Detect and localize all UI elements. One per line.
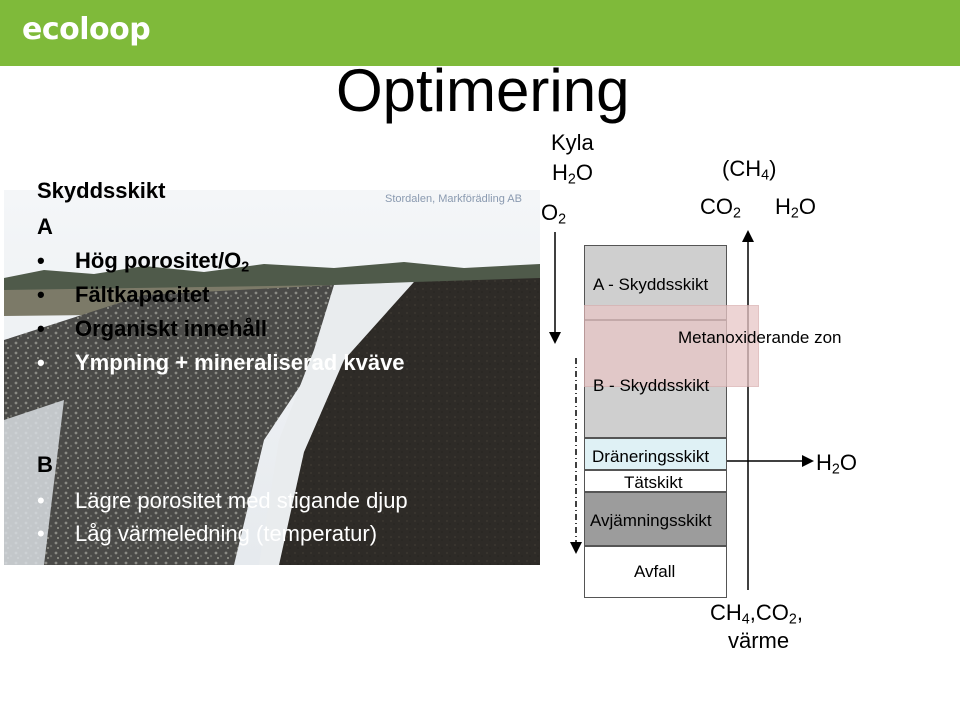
sealing-layer-label: Tätskikt [624,473,683,492]
subscript: 2 [831,461,840,478]
sealing-layer-box [584,470,727,492]
subscript: 2 [788,611,797,628]
subscript: 4 [741,611,750,628]
bullet-text: Hög porositet/O [75,248,242,273]
subscript: 2 [790,205,799,222]
drainage-layer-label: Dräneringsskikt [592,447,710,466]
bullet-b-2: • Låg värmeledning (temperatur) [37,521,377,547]
o-text: O [575,160,593,185]
bullet-glyph: • [37,316,45,341]
section-b-letter: B [37,452,53,477]
kyla-label: Kyla [551,130,594,155]
bullet-a-2: • Fältkapacitet [37,282,210,308]
landfill-photo [4,190,540,565]
bullet-text: Fältkapacitet [75,282,210,307]
bullet-text: Ympning + mineraliserad kväve [75,350,405,375]
bullet-glyph: • [37,488,45,513]
h2o-drain-label: H2O [816,450,857,478]
h2o-in-label: H2O [552,160,593,188]
bullet-a-1: • Hög porositet/O2 [37,248,249,276]
h-text: H [775,194,791,219]
subscript: 2 [733,205,741,222]
subscript: 2 [558,211,567,228]
drainage-layer-box [584,438,727,470]
bullet-text: Organiskt innehåll [75,316,267,341]
header-band [0,0,960,66]
waste-layer-label: Avfall [634,562,676,581]
bullet-text: Lägre porositet med stigande djup [75,488,408,513]
subscript: 2 [567,171,576,188]
o-text: O [839,450,857,475]
subscript: 4 [761,167,770,184]
h2o-out-label: H2O [775,194,816,222]
ch-text: CH [710,600,742,625]
bullet-subscript: 2 [241,259,250,276]
bullet-a-3: • Organiskt innehåll [37,316,267,342]
page-title: Optimering [336,57,630,124]
layer-a-label: A - Skyddsskikt [593,275,709,294]
bullet-a-4: • Ympning + mineraliserad kväve [37,350,405,376]
co-text: ,CO [749,600,789,625]
bullet-glyph: • [37,521,45,546]
section-a-heading: Skyddsskikt [37,178,166,203]
leveling-layer-label: Avjämningsskikt [590,511,712,530]
ecoloop-logo: ecoloop [22,12,151,47]
paren-text: ) [769,156,777,181]
bullet-glyph: • [37,282,45,307]
oxidation-zone-label: Metanoxiderande zon [678,328,842,347]
photo-credit: Stordalen, Markförädling AB [385,193,522,205]
ch4-co2-label: CH4,CO2, [710,600,803,628]
ch4-label: (CH4) [722,156,776,184]
co2-out-label: CO2 [700,194,741,222]
bullet-glyph: • [37,350,45,375]
heat-label: värme [728,628,790,653]
h-text: H [816,450,832,475]
bullet-b-1: • Lägre porositet med stigande djup [37,488,408,514]
section-a-letter: A [37,214,53,239]
layer-b-label: B - Skyddsskikt [593,376,710,395]
o-text: O [541,200,559,225]
ch-text: (CH [722,156,762,181]
waste-layer-box [584,546,727,598]
oxidation-zone [584,305,759,387]
bullet-text: Låg värmeledning (temperatur) [75,521,378,546]
leveling-layer-box [584,492,727,546]
o-text: O [798,194,816,219]
h-text: H [552,160,568,185]
o2-label: O2 [541,200,566,228]
co-text: CO [700,194,733,219]
bullet-glyph: • [37,248,45,273]
comma-text: , [796,600,803,625]
